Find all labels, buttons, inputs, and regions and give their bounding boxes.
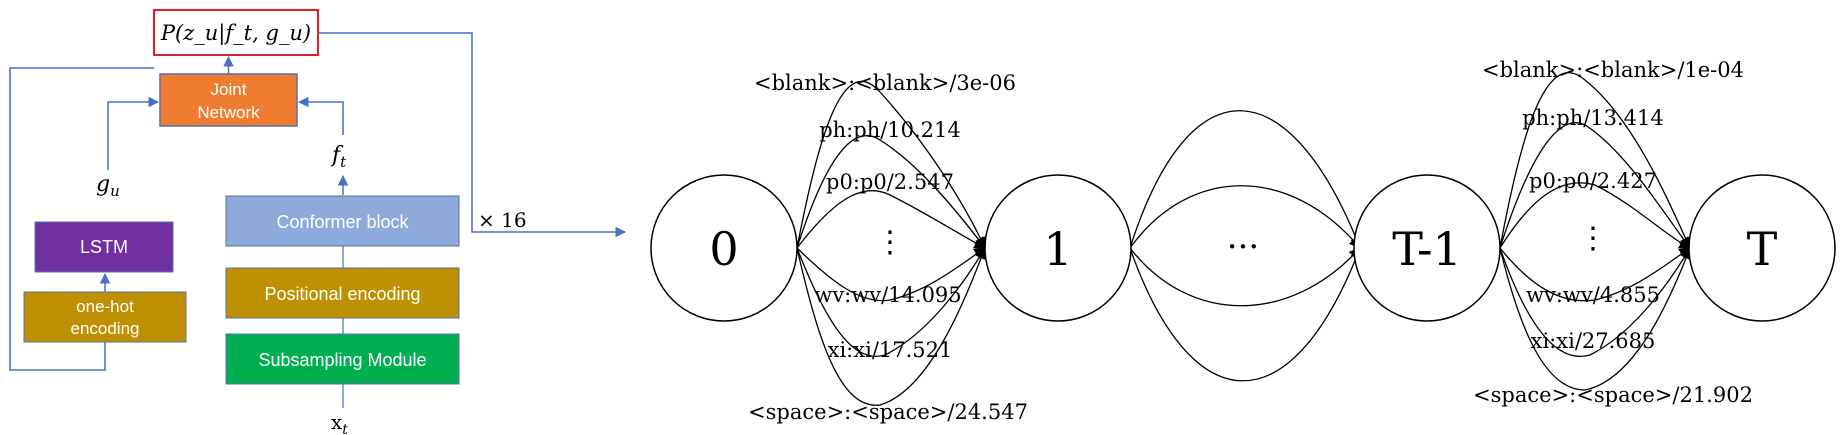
arc-middle-1: [1129, 110, 1362, 250]
arc-label-0-1-xi: xi:xi/17.521: [828, 338, 953, 362]
arc-0-1-blank: [796, 80, 986, 250]
arc-0-1-ph: [796, 134, 986, 249]
arc-0-1-wv: [796, 247, 986, 302]
joint-network-box: [159, 73, 298, 127]
arc-middle-2: [1129, 185, 1361, 249]
state-t-circle: [1688, 174, 1836, 322]
arc-0-1-xi: [796, 246, 986, 357]
onehot-encoding-label-line2: encoding: [70, 319, 139, 338]
arc-t1-t-ph: [1499, 122, 1691, 249]
subsampling-module-label: Subsampling Module: [258, 350, 426, 370]
arc-t1-t-space: [1499, 246, 1692, 391]
arc-labels-0-1: <blank>:<blank>/3e-06 ph:ph/10.214 p0:p0…: [748, 71, 1028, 424]
arrow-ft-to-joint: [297, 96, 344, 135]
arcs-t-1-to-t: [1499, 72, 1692, 391]
feedback-loop-output-to-onehot: [9, 67, 154, 371]
arc-labels-t1-t: <blank>:<blank>/1e-04 ph:ph/13.414 p0:p0…: [1473, 58, 1753, 407]
onehot-encoding-label-line1: one-hot: [76, 297, 134, 316]
state-1-circle: [984, 174, 1132, 322]
subsampling-module-box: [225, 333, 460, 385]
arc-label-t1-t-ph: ph:ph/13.414: [1522, 106, 1664, 130]
architecture-panel: P(z_u|f_t, g_u) Joint Network gu ft × 16…: [9, 9, 627, 435]
output-probability-label: P(z_u|f_t, g_u): [160, 21, 311, 46]
arcs-0-to-1: [796, 80, 987, 406]
state-1-label: 1: [1043, 222, 1072, 276]
lattice-panel: 0 1 ··· T-1 T <blank>:<blank>/3e-06 ph:p…: [650, 58, 1836, 424]
state-0-label: 0: [709, 222, 738, 276]
arc-t1-t-p0: [1499, 182, 1692, 249]
times-16-label: × 16: [478, 208, 527, 232]
arrow-gu-to-joint: [107, 96, 160, 170]
x-t-label: xt: [331, 410, 348, 435]
arc-0-1-space: [796, 246, 987, 406]
arc-0-1-p0: [796, 190, 987, 249]
arc-t1-t-blank: [1499, 72, 1691, 250]
state-t-minus-1-circle: [1353, 174, 1501, 322]
arc-label-t1-t-xi: xi:xi/27.685: [1531, 329, 1656, 353]
arc-label-t1-t-blank: <blank>:<blank>/1e-04: [1482, 58, 1744, 82]
lstm-box: [34, 221, 174, 273]
arc-t1-t-xi: [1499, 246, 1691, 357]
positional-encoding-label: Positional encoding: [264, 284, 420, 304]
conformer-block-label: Conformer block: [276, 212, 409, 232]
arc-label-t1-t-wv: wv:wv/4.855: [1526, 283, 1660, 307]
onehot-encoding-box: [23, 291, 187, 343]
arc-label-t1-t-p0: p0:p0/2.427: [1529, 169, 1657, 193]
state-t-minus-1-label: T-1: [1392, 222, 1462, 276]
state-0-circle: [650, 174, 798, 322]
arrow-output-to-lattice: [318, 32, 627, 238]
middle-ellipsis: ···: [1227, 227, 1259, 267]
arc-label-0-1-ph: ph:ph/10.214: [819, 118, 961, 142]
arc-label-t1-t-vdots: ⋮: [1578, 221, 1608, 256]
arcs-1-to-t-1: [1129, 110, 1362, 382]
arc-label-0-1-wv: wv:wv/14.095: [814, 283, 961, 307]
f-t-label: ft: [330, 143, 347, 171]
arc-label-0-1-vdots: ⋮: [875, 225, 905, 260]
arc-label-0-1-p0: p0:p0/2.547: [826, 170, 954, 194]
state-0: 0: [650, 174, 798, 322]
state-t-minus-1: T-1: [1353, 174, 1501, 322]
output-probability-box: [153, 9, 319, 56]
state-1: 1: [984, 174, 1132, 322]
arc-label-t1-t-space: <space>:<space>/21.902: [1473, 383, 1753, 407]
conformer-block-box: [225, 195, 460, 247]
joint-network-label-line1: Joint: [211, 80, 247, 99]
joint-network-label-line2: Network: [197, 103, 260, 122]
arc-t1-t-wv: [1499, 247, 1691, 302]
lstm-label: LSTM: [80, 237, 128, 257]
state-t: T: [1688, 174, 1836, 322]
arc-label-0-1-blank: <blank>:<blank>/3e-06: [754, 71, 1016, 95]
state-t-label: T: [1747, 222, 1778, 276]
arc-middle-3: [1129, 247, 1361, 307]
arc-label-0-1-space: <space>:<space>/24.547: [748, 400, 1028, 424]
g-u-label: gu: [96, 172, 120, 200]
arc-middle-4: [1129, 246, 1362, 382]
